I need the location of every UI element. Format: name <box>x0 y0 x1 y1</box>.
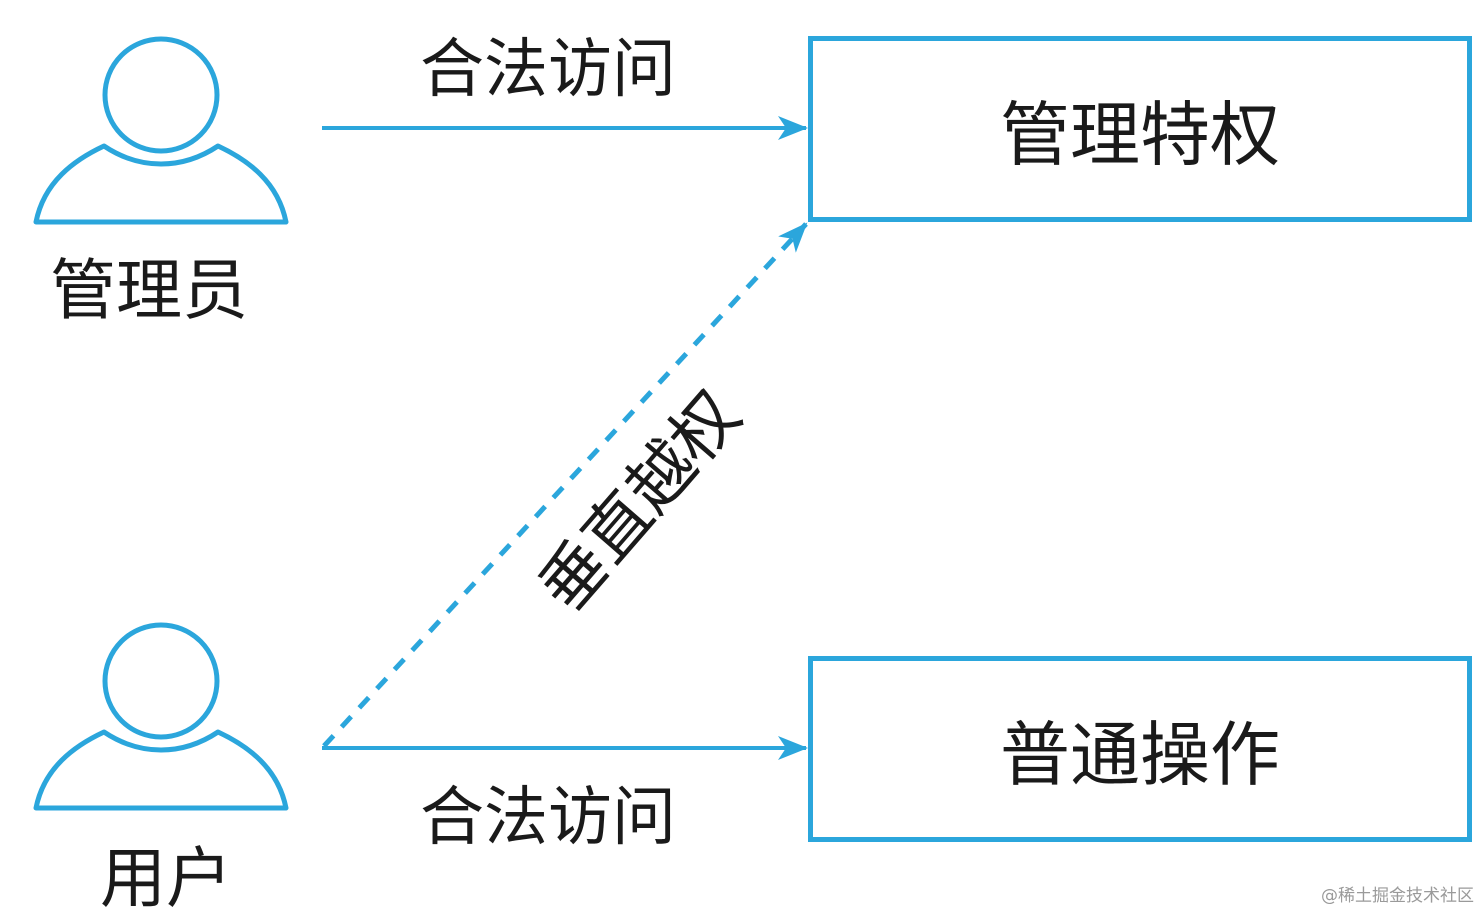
admin-legal-access-label: 合法访问 <box>420 33 676 107</box>
admin-person-icon <box>33 36 289 225</box>
admin-label: 管理员 <box>50 252 248 329</box>
user-person-icon <box>33 622 289 811</box>
admin-privilege-label: 管理特权 <box>1000 93 1280 176</box>
normal-operation-box: 普通操作 <box>808 656 1472 842</box>
user-legal-access-label: 合法访问 <box>420 781 676 855</box>
user-label: 用户 <box>100 840 232 917</box>
normal-operation-label: 普通操作 <box>1000 713 1280 796</box>
admin-privilege-box: 管理特权 <box>808 36 1472 222</box>
watermark: @稀土掘金技术社区 <box>1321 886 1474 906</box>
vertical-escalation-arrow <box>322 222 808 748</box>
